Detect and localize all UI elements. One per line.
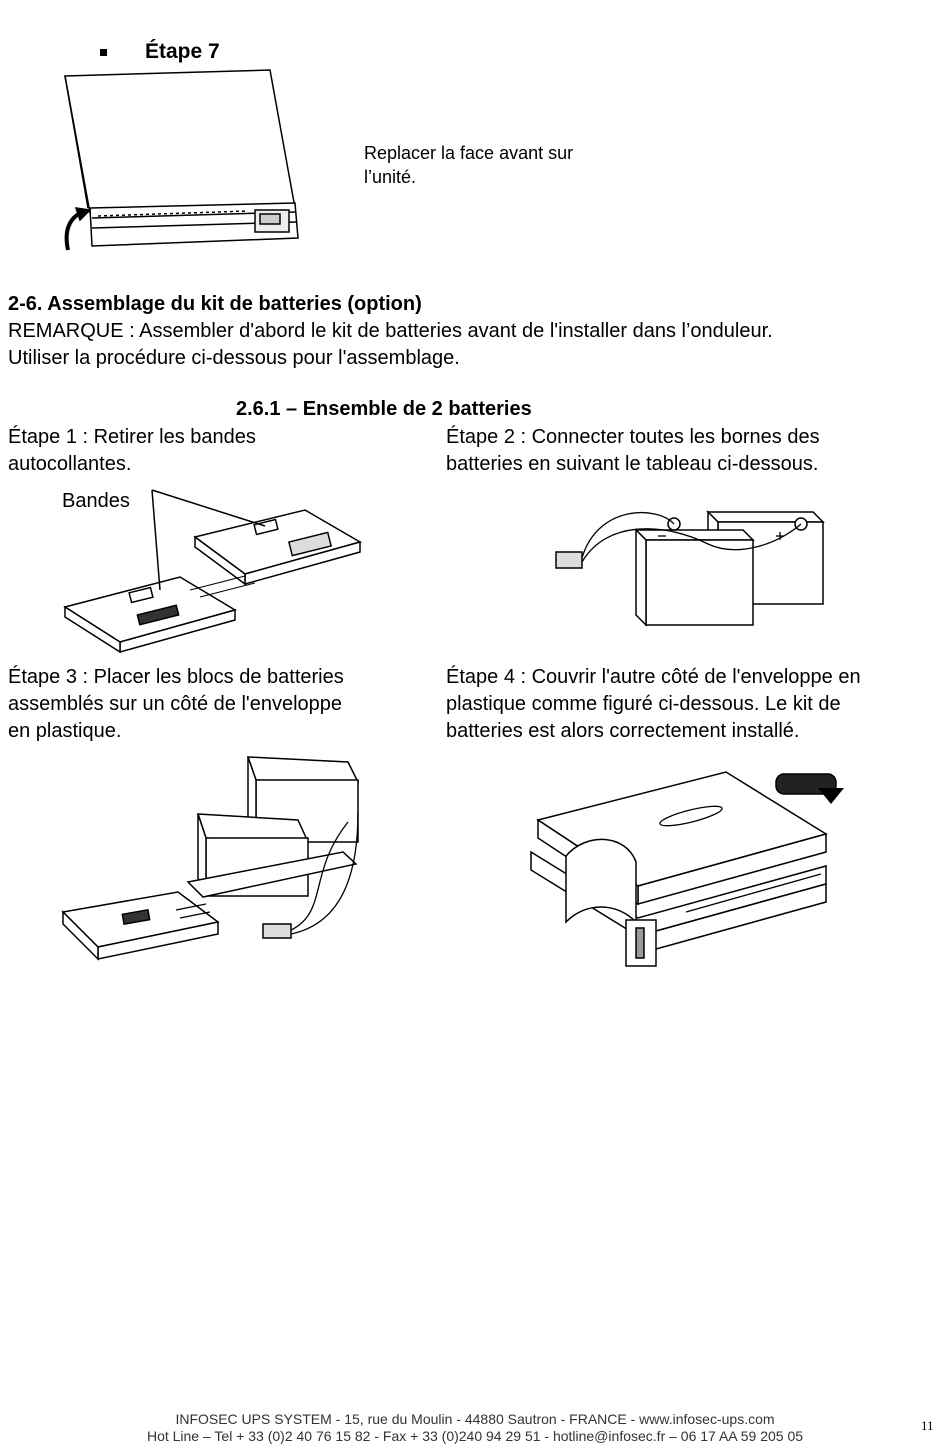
step2-text: Étape 2 : Connecter toutes les bornes de… [446, 424, 820, 478]
step7-heading: Étape 7 [100, 40, 220, 64]
step4-text: Étape 4 : Couvrir l'autre côté de l'enve… [446, 664, 861, 745]
square-bullet-icon [100, 48, 107, 56]
step7-caption-line1: Replacer la face avant sur [364, 143, 574, 163]
step1-text: Étape 1 : Retirer les bandes autocollant… [8, 424, 256, 478]
step1-line2: autocollantes. [8, 453, 132, 475]
step7-caption-line2: l’unité. [364, 167, 417, 187]
step7-caption: Replacer la face avant sur l’unité. [364, 141, 573, 189]
page-number: 11 [921, 1418, 934, 1433]
battery-trays-illustration [60, 482, 365, 657]
step7-label: Étape 7 [145, 40, 220, 63]
footer-line2: Hot Line – Tel + 33 (0)2 40 76 15 82 - F… [146, 1428, 804, 1444]
step2-line1: Étape 2 : Connecter toutes les bornes de… [446, 426, 820, 448]
step3-line1: Étape 3 : Placer les blocs de batteries [8, 666, 344, 688]
step1-callout-label: Bandes [62, 490, 130, 512]
step4-line1: Étape 4 : Couvrir l'autre côté de l'enve… [446, 666, 861, 688]
ups-front-panel-illustration [50, 68, 310, 263]
step4-line3: batteries est alors correctement install… [446, 720, 800, 742]
section-note-line1: REMARQUE : Assembler d'abord le kit de b… [8, 320, 773, 342]
step4-line2: plastique comme figuré ci-dessous. Le ki… [446, 693, 841, 715]
section-title: 2-6. Assemblage du kit de batteries (opt… [8, 293, 422, 315]
footer-line1: INFOSEC UPS SYSTEM - 15, rue du Moulin -… [175, 1411, 775, 1427]
battery-placement-illustration [58, 752, 368, 974]
section-subtitle: 2.6.1 – Ensemble de 2 batteries [236, 398, 532, 420]
step3-line3: en plastique. [8, 720, 122, 742]
step2-line2: batteries en suivant le tableau ci-desso… [446, 453, 819, 475]
step3-text: Étape 3 : Placer les blocs de batteries … [8, 664, 344, 745]
battery-wiring-illustration [548, 484, 828, 634]
battery-cover-illustration [526, 752, 844, 972]
step1-line1: Étape 1 : Retirer les bandes [8, 426, 256, 448]
step3-line2: assemblés sur un côté de l'enveloppe [8, 693, 343, 715]
section-note-line2: Utiliser la procédure ci-dessous pour l'… [8, 347, 460, 369]
